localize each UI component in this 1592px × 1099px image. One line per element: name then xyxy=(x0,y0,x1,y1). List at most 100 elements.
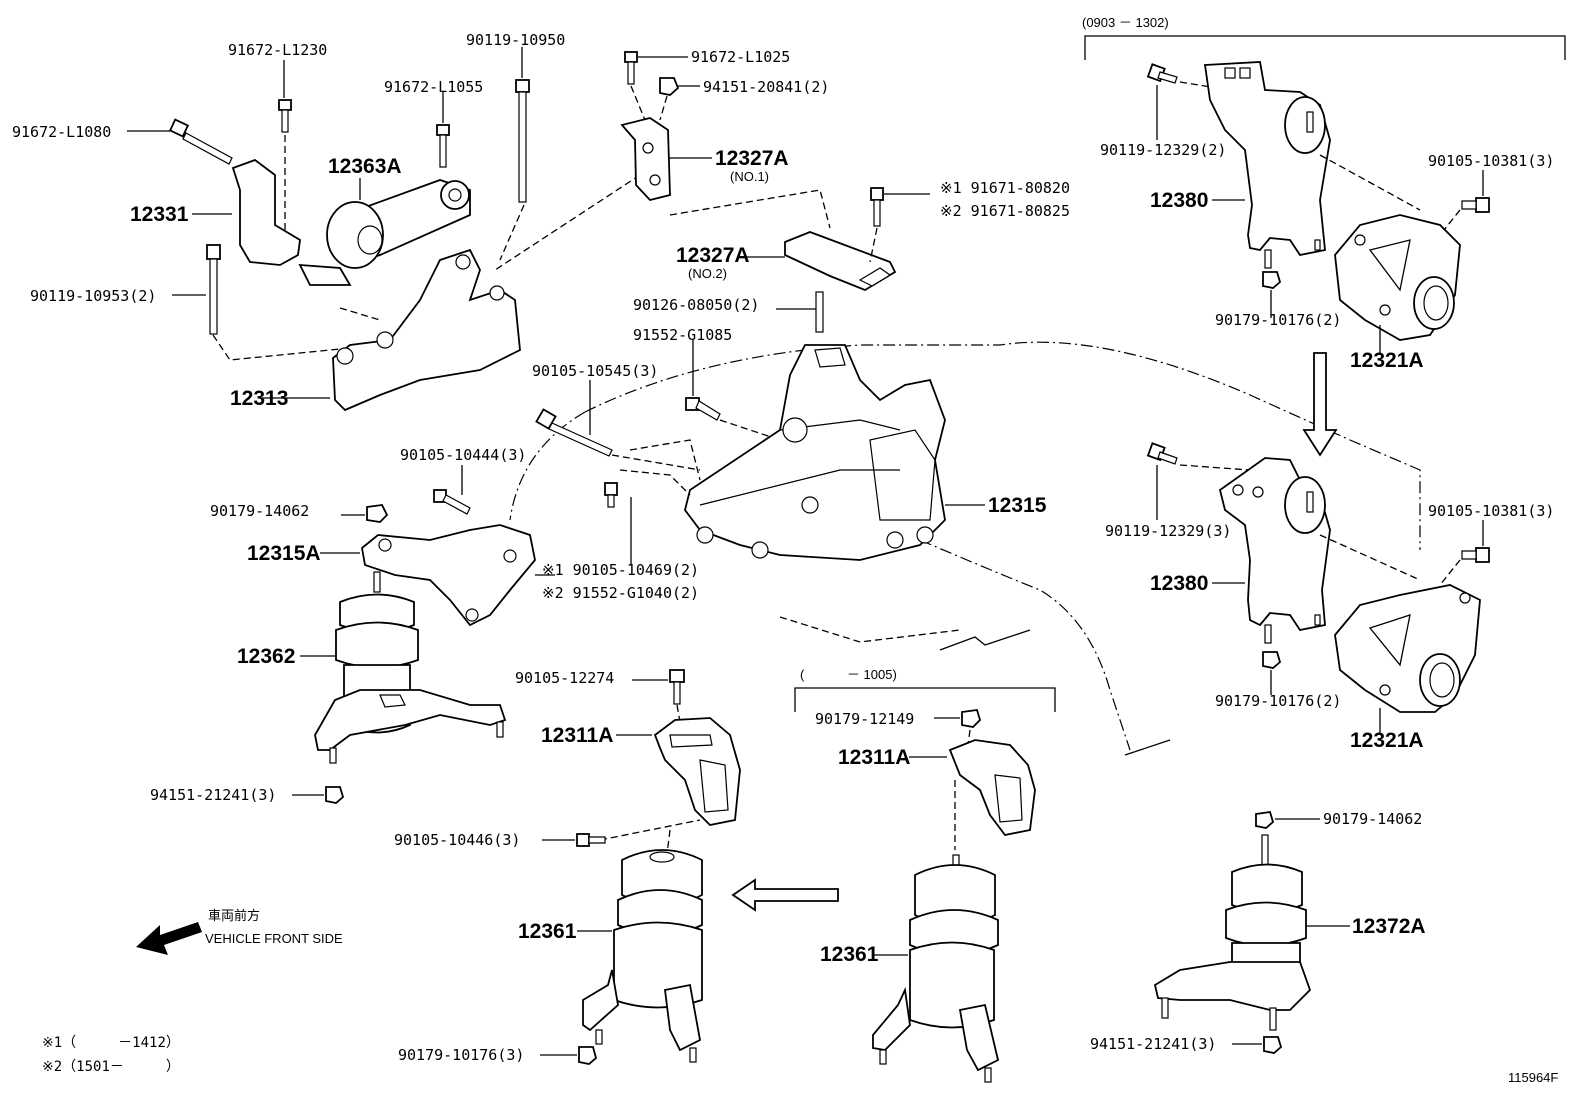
part-label: 91672-L1025 xyxy=(691,48,790,66)
mount-12380-top xyxy=(1203,61,1331,269)
vehicle-front-en: VEHICLE FRONT SIDE xyxy=(205,931,343,946)
part-label: 91672-L1055 xyxy=(384,78,483,96)
part-label: 90105-10545(3) xyxy=(532,362,658,380)
nut-icon xyxy=(1262,271,1282,289)
part-label: 12380 xyxy=(1150,572,1208,595)
nut-icon xyxy=(961,709,982,728)
part-label: 12372A xyxy=(1352,915,1426,938)
part-label: 90179-14062 xyxy=(1323,810,1422,828)
part-label: 12361 xyxy=(820,943,879,966)
bolt-icon xyxy=(206,244,221,335)
figure-id: 115964F xyxy=(1508,1070,1558,1085)
part-label: ※1 91671-80820 xyxy=(940,179,1070,197)
part-label: 12313 xyxy=(230,387,288,410)
mount-12380-bottom xyxy=(1218,457,1331,644)
vehicle-front-jp: 車両前方 xyxy=(208,908,260,923)
bolt-icon xyxy=(576,833,606,847)
body-outline-left xyxy=(509,411,586,521)
bracket-12311a-right xyxy=(948,739,1036,836)
part-label: 90179-10176(2) xyxy=(1215,311,1341,329)
part-label: 12311A xyxy=(541,724,613,747)
range-bracket-mid xyxy=(794,687,1056,712)
part-label: 91552-G1085 xyxy=(633,326,732,344)
bolt-icon xyxy=(515,79,530,203)
bracket-12315a xyxy=(361,524,536,627)
nut-icon xyxy=(1262,651,1282,669)
part-label: 12315A xyxy=(247,542,321,565)
part-label: 90126-08050(2) xyxy=(633,296,759,314)
bolt-icon xyxy=(669,669,685,705)
bracket-12313 xyxy=(332,248,521,412)
part-label: 90119-12329(3) xyxy=(1105,522,1231,540)
nut-icon xyxy=(1263,1036,1283,1054)
stud-icon xyxy=(815,291,824,333)
nut-icon xyxy=(366,504,389,523)
bolt-icon xyxy=(168,118,233,165)
mount-12361-left xyxy=(582,849,703,1063)
part-label: 12363A xyxy=(328,155,402,178)
part-label: 12327A xyxy=(676,244,750,267)
bolt-icon xyxy=(433,489,471,515)
part-label: 90179-14062 xyxy=(210,502,309,520)
bolt-icon xyxy=(436,124,450,168)
frame-zigzag xyxy=(939,629,1031,651)
part-label: (NO.1) xyxy=(730,169,769,184)
arrow-left-icon xyxy=(731,878,839,912)
nut-icon xyxy=(325,786,345,804)
part-label: 90105-10381(3) xyxy=(1428,152,1554,170)
part-label: ※2 91552-G1040(2) xyxy=(542,584,699,602)
bolt-icon xyxy=(1461,197,1490,213)
nut-icon xyxy=(1255,810,1275,829)
bolt-icon xyxy=(535,408,613,457)
bolt-icon xyxy=(685,397,721,421)
part-label: 12331 xyxy=(130,203,189,226)
part-label: 90179-10176(3) xyxy=(398,1046,524,1064)
bracket-12327a-no2 xyxy=(784,231,897,292)
part-label: 91672-L1230 xyxy=(228,41,327,59)
part-label: 94151-21241(3) xyxy=(1090,1035,1216,1053)
bolt-icon xyxy=(1146,442,1178,465)
bolt-icon xyxy=(1461,547,1490,563)
part-label: 90119-12329(2) xyxy=(1100,141,1226,159)
part-label: 90119-10950 xyxy=(466,31,565,49)
part-label: 90179-12149 xyxy=(815,710,914,728)
footnote-2: ※2（1501－ ） xyxy=(42,1059,180,1075)
bracket-12321a-top xyxy=(1334,214,1461,341)
mount-12361-right xyxy=(872,854,1000,1083)
bolt-icon xyxy=(604,482,618,508)
frame-line xyxy=(1124,739,1171,756)
part-label: 12321A xyxy=(1350,349,1424,372)
part-label: 90119-10953(2) xyxy=(30,287,156,305)
part-label: ※1 90105-10469(2) xyxy=(542,561,699,579)
bracket-12311a xyxy=(653,717,741,826)
part-label: 94151-21241(3) xyxy=(150,786,276,804)
nut-icon xyxy=(578,1046,598,1065)
part-label: 90105-10381(3) xyxy=(1428,502,1554,520)
bolt-icon xyxy=(1146,63,1178,84)
range-bracket-top xyxy=(1084,35,1566,60)
footnote-1: ※1（ －1412） xyxy=(42,1035,180,1051)
bolt-icon xyxy=(870,187,884,227)
range-label-top: (0903 － 1302) xyxy=(1082,15,1169,30)
range-label-mid: ( － 1005) xyxy=(800,667,897,682)
part-label: 90105-10444(3) xyxy=(400,446,526,464)
part-label: 12362 xyxy=(237,645,295,668)
bolt-icon xyxy=(624,51,638,85)
part-label: 90105-12274 xyxy=(515,669,614,687)
part-label: (NO.2) xyxy=(688,266,727,281)
part-label: ※2 91671-80825 xyxy=(940,202,1070,220)
bracket-12327a-no1 xyxy=(620,117,671,202)
mount-12372a xyxy=(1153,834,1312,1031)
part-label: 12311A xyxy=(838,746,910,769)
body-outline-lower xyxy=(919,539,1131,751)
part-label: 90105-10446(3) xyxy=(394,831,520,849)
part-label: 12380 xyxy=(1150,189,1208,212)
part-label: 12361 xyxy=(518,920,577,943)
nut-icon xyxy=(659,77,680,96)
mount-12362 xyxy=(314,571,507,764)
part-labels: 91672-L1230 90119-10950 91672-L1025 9415… xyxy=(12,31,1554,1064)
body-outline xyxy=(584,341,1421,550)
part-label: 94151-20841(2) xyxy=(703,78,829,96)
bracket-12315 xyxy=(684,344,946,561)
